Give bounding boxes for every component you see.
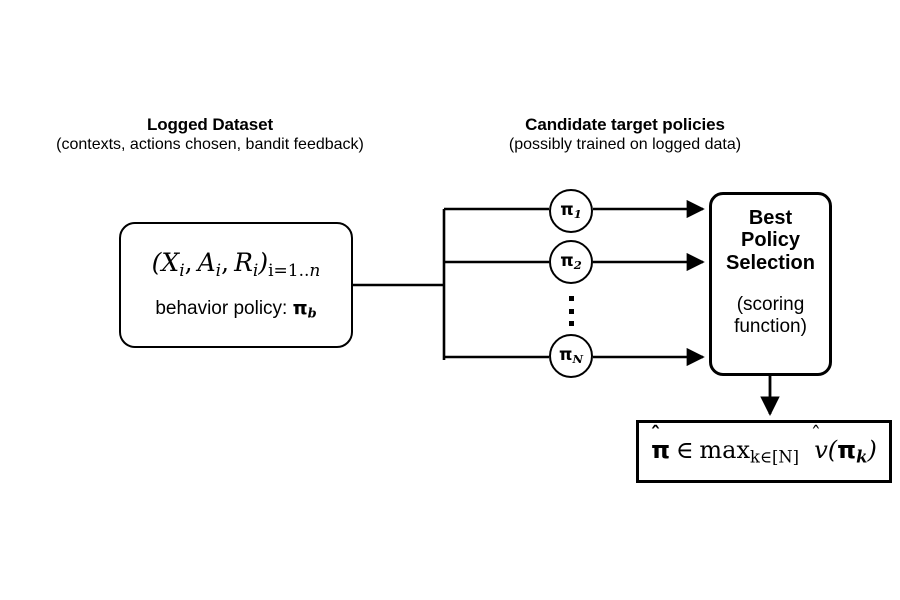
membership-symbol: ∈ (675, 436, 694, 465)
candidate-policies-heading: Candidate target policies (possibly trai… (425, 114, 825, 155)
selection-subtitle-line-1: (scoring (736, 294, 805, 316)
policy-symbol-pi-2: π2 (560, 251, 582, 273)
policy-subscript-1: 1 (573, 207, 582, 222)
dataset-formula: (Xi, Ai, Ri)i=1..n (151, 248, 321, 282)
formula-range-subscript: i=1..n (268, 261, 321, 282)
policy-circle-pi-1[interactable]: π1 (549, 189, 593, 233)
selection-title-line-3: Selection (726, 251, 815, 274)
vertical-ellipsis-icon (562, 296, 580, 326)
policy-circle-pi-N[interactable]: πN (549, 334, 593, 378)
ellipsis-dot (568, 321, 574, 326)
behavior-policy-subscript: b (307, 306, 317, 322)
candidate-policies-subtitle: (possibly trained on logged data) (508, 136, 742, 154)
formula-term-x: Xi (161, 248, 185, 282)
max-operator: max (699, 436, 750, 465)
formula-term-r: Ri (234, 248, 259, 282)
selection-box-title: Best Policy Selection (726, 207, 815, 274)
logged-dataset-box: (Xi, Ai, Ri)i=1..n behavior policy: πb (119, 222, 353, 348)
max-subscript: k∈[N] (750, 447, 799, 467)
ellipsis-dot (568, 296, 574, 301)
output-formula-box: ̂π∈maxk∈[N] ̂v(πk) (636, 420, 892, 483)
policy-symbol-pi-N: πN (558, 345, 583, 367)
policy-subscript-2: 2 (573, 258, 582, 273)
logged-dataset-subtitle: (contexts, actions chosen, bandit feedba… (56, 136, 364, 154)
value-function-symbol: ̂v (814, 436, 828, 465)
policy-subscript-N: N (572, 352, 583, 367)
best-policy-selection-box: Best Policy Selection (scoring function) (709, 192, 832, 376)
logged-dataset-heading: Logged Dataset (contexts, actions chosen… (0, 114, 420, 155)
behavior-policy-label: behavior policy: (155, 298, 288, 320)
formula-term-a: Ai (197, 248, 222, 282)
behavior-policy-line: behavior policy: πb (155, 297, 316, 322)
selection-title-line-1: Best (748, 207, 793, 229)
logged-dataset-title: Logged Dataset (146, 115, 274, 134)
value-fn-argument: πk (837, 436, 868, 467)
policy-symbol-pi-1: π1 (560, 200, 582, 222)
selection-subtitle-line-2: function) (734, 316, 807, 338)
ellipsis-dot (568, 308, 574, 314)
selection-box-subtitle: (scoring function) (734, 294, 807, 338)
value-fn-argument-subscript: k (856, 447, 868, 467)
selection-title-line-2: Policy (741, 229, 800, 252)
output-formula: ̂π∈maxk∈[N] ̂v(πk) (651, 436, 877, 467)
policy-circle-pi-2[interactable]: π2 (549, 240, 593, 284)
pi-hat-symbol: ̂π (651, 436, 671, 465)
candidate-policies-title: Candidate target policies (525, 115, 725, 134)
behavior-policy-symbol: πb (292, 297, 317, 322)
